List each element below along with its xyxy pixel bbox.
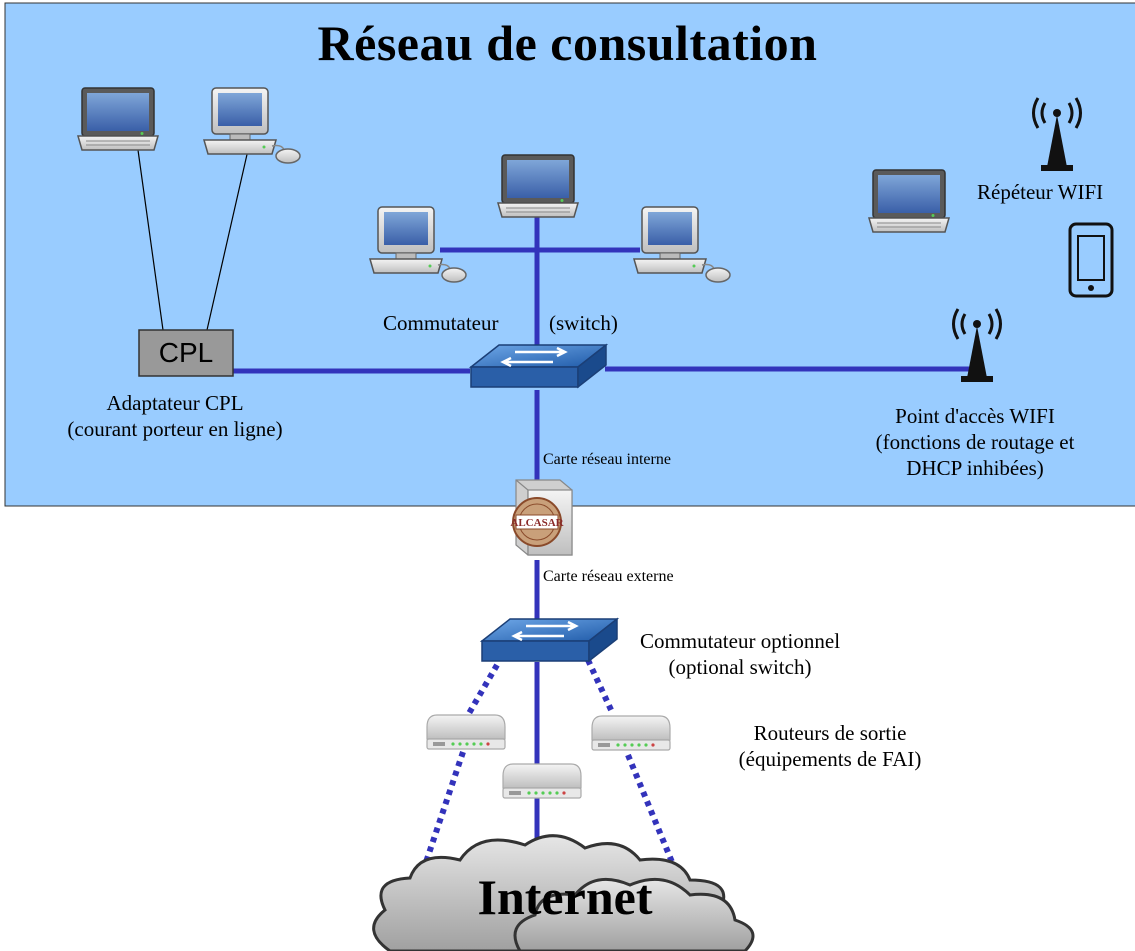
router-icon <box>426 714 506 750</box>
page-title: Réseau de consultation <box>317 15 818 71</box>
cpl-box <box>138 329 234 377</box>
router-icon <box>591 715 671 751</box>
laptop-icon <box>77 87 159 151</box>
consultation-zone <box>4 2 1135 507</box>
switch-label-en: (switch) <box>549 311 618 335</box>
router-icon <box>502 763 582 799</box>
svg-text:ALCASAR: ALCASAR <box>510 517 564 529</box>
optional-switch-label: Commutateur optionnel (optional switch) <box>639 629 841 679</box>
external-nic-label: Carte réseau externe <box>543 568 674 585</box>
laptop-icon <box>497 154 579 218</box>
cable-desktop-cpl <box>206 149 249 331</box>
cpl-box-label: CPL <box>158 337 214 368</box>
switch-icon <box>469 343 608 389</box>
wifi-ap-label: Point d'accès WIFI (fonctions de routage… <box>875 404 1075 480</box>
internet-label: Internet <box>477 869 653 925</box>
switch-label: Commutateur <box>383 311 499 335</box>
dotted-link-left-router <box>465 663 500 717</box>
routers-label: Routeurs de sortie (équipements de FAI) <box>738 721 922 771</box>
dotted-link-right-internet <box>625 753 675 864</box>
cloud-icon <box>372 834 755 951</box>
server-icon: ALCASAR <box>510 479 573 556</box>
internal-nic-label: Carte réseau interne <box>543 451 671 468</box>
cpl-adapter-label: Adaptateur CPL (courant porteur en ligne… <box>67 391 283 441</box>
laptop-icon <box>868 169 950 233</box>
cable-laptop-cpl <box>137 149 164 331</box>
wifi-repeater-label: Répéteur WIFI <box>977 180 1104 204</box>
smartphone-icon <box>1068 222 1114 298</box>
